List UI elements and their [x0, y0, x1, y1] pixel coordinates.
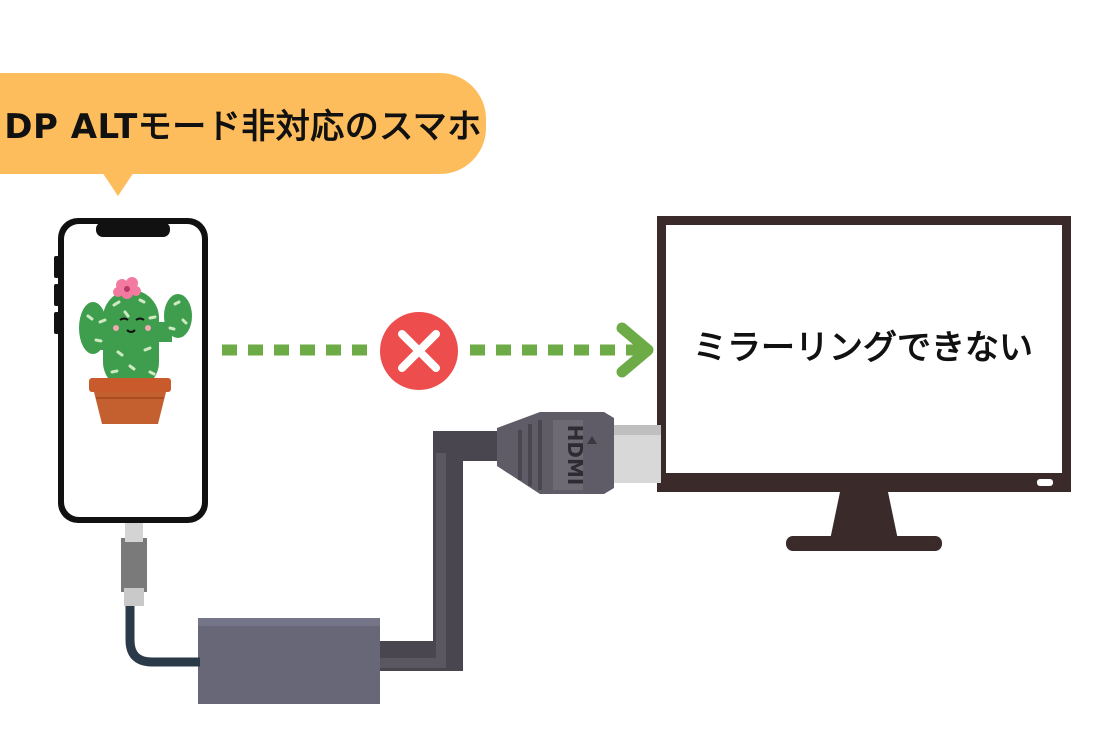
tv-power-led [1037, 479, 1053, 486]
cactus-illustration [79, 277, 192, 424]
usb-c-cable [121, 518, 200, 667]
adapter-box [198, 618, 380, 704]
tv-monitor [657, 216, 1071, 551]
callout-bubble: DP ALTモード非対応のスマホ [0, 73, 486, 174]
callout-text: DP ALTモード非対応のスマホ [4, 107, 482, 147]
dotted-arrow [222, 322, 654, 378]
hdmi-cable [380, 431, 510, 671]
usb-c-plug-body [121, 538, 147, 592]
cactus-flower [113, 277, 141, 299]
usb-c-plug-tip [125, 518, 143, 542]
tv-stand-neck [830, 492, 898, 540]
usb-c-plug-neck [124, 588, 144, 606]
phone-notch [96, 222, 170, 237]
tv-message: ミラーリングできない [693, 328, 1033, 368]
hdmi-plug [497, 412, 661, 494]
tv-screen [666, 225, 1062, 473]
cross-icon [380, 312, 458, 390]
tv-stand-base [786, 536, 942, 551]
hdmi-label: HDMI [563, 425, 587, 486]
callout-tail [102, 172, 134, 196]
arrow-head [616, 322, 654, 378]
